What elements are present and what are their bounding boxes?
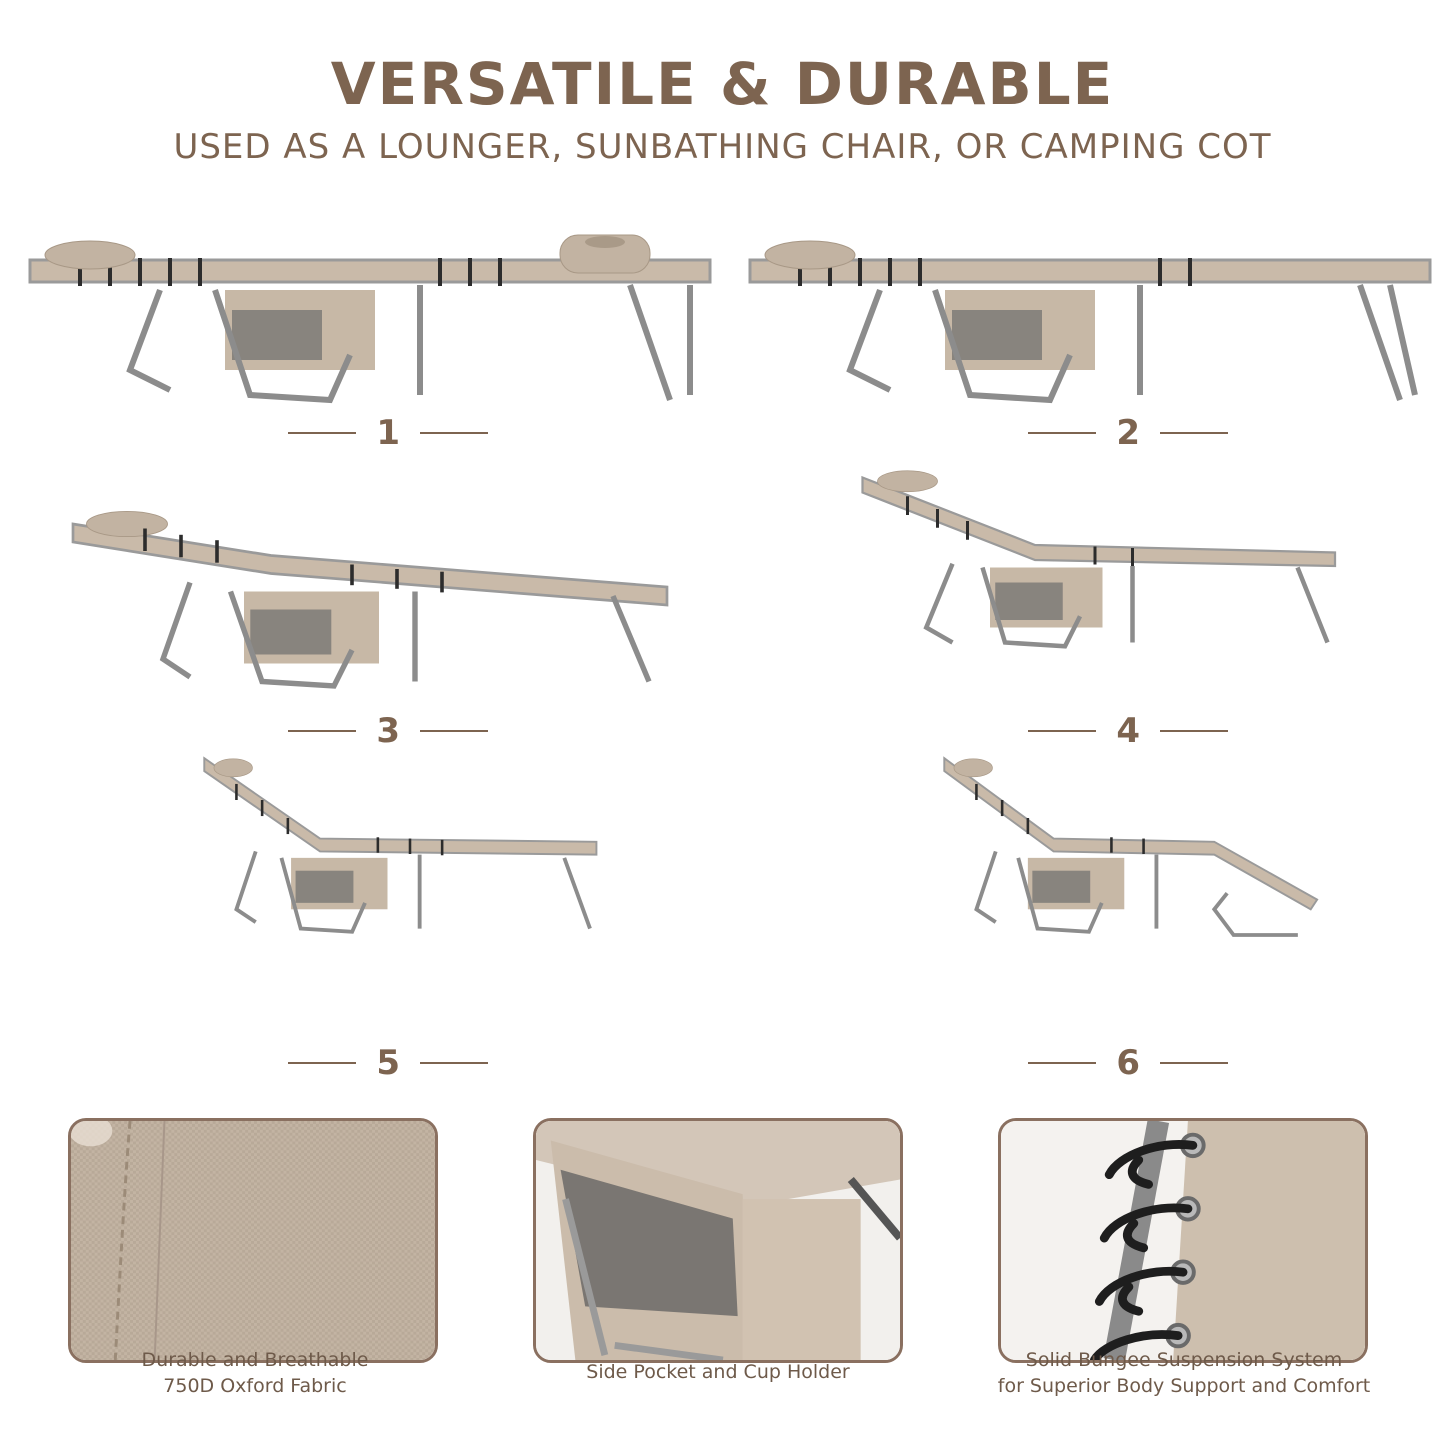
cot-position-1-image: [20, 230, 720, 410]
bungee-detail-image: [998, 1118, 1368, 1363]
label-rule: [1028, 432, 1097, 434]
position-3-label: 3: [288, 711, 488, 751]
position-number: 5: [376, 1043, 401, 1083]
page-subtitle: USED AS A LOUNGER, SUNBATHING CHAIR, OR …: [173, 127, 1272, 167]
position-4-label: 4: [1028, 711, 1228, 751]
cot-position-6-image: [800, 755, 1445, 937]
position-number: 1: [376, 413, 401, 453]
caption-line: for Superior Body Support and Comfort: [997, 1375, 1371, 1397]
label-rule: [419, 1062, 488, 1064]
pocket-detail-image: [533, 1118, 903, 1363]
cot-position-5-image: [60, 755, 760, 935]
label-rule: [1028, 730, 1097, 732]
bungee-caption: Solid Bungee Suspension System for Super…: [978, 1347, 1390, 1399]
label-rule: [419, 432, 488, 434]
position-number: 3: [376, 711, 401, 751]
fabric-detail-image: [68, 1118, 438, 1363]
cot-position-2-image: [740, 230, 1440, 410]
cot-position-4-image: [760, 470, 1445, 650]
cot-position-3-image: [20, 510, 720, 695]
label-rule: [1159, 432, 1228, 434]
caption-line: Side Pocket and Cup Holder: [586, 1361, 850, 1383]
label-rule: [288, 730, 357, 732]
label-rule: [1159, 730, 1228, 732]
position-6-label: 6: [1028, 1043, 1228, 1083]
label-rule: [419, 730, 488, 732]
page-title: VERSATILE & DURABLE: [330, 50, 1115, 118]
pocket-caption: Side Pocket and Cup Holder: [533, 1359, 903, 1385]
label-rule: [1159, 1062, 1228, 1064]
caption-line: Solid Bungee Suspension System: [1025, 1349, 1343, 1371]
label-rule: [1028, 1062, 1097, 1064]
fabric-caption: Durable and Breathable 750D Oxford Fabri…: [68, 1347, 442, 1399]
label-rule: [288, 1062, 357, 1064]
label-rule: [288, 432, 357, 434]
caption-line: 750D Oxford Fabric: [163, 1375, 347, 1397]
position-1-label: 1: [288, 413, 488, 453]
position-number: 6: [1116, 1043, 1141, 1083]
position-5-label: 5: [288, 1043, 488, 1083]
caption-line: Durable and Breathable: [141, 1349, 369, 1371]
position-2-label: 2: [1028, 413, 1228, 453]
position-number: 4: [1116, 711, 1141, 751]
position-number: 2: [1116, 413, 1141, 453]
